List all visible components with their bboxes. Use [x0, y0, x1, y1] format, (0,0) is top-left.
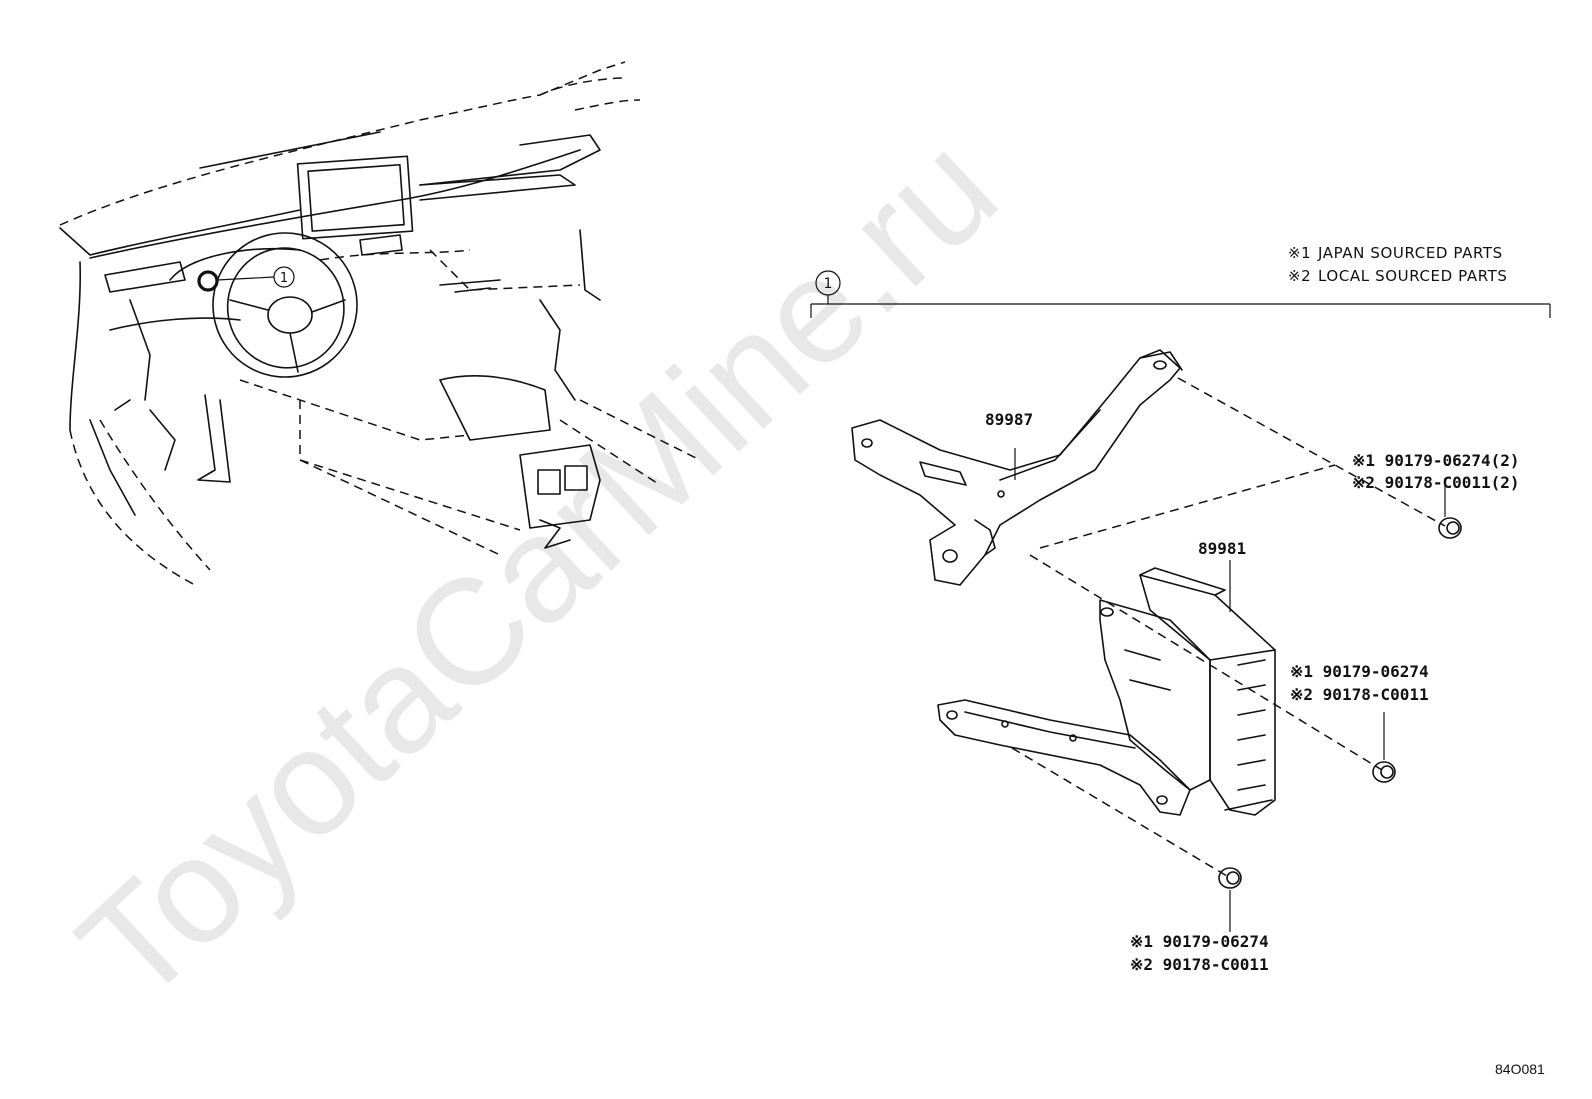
label-nut-upper-local: ※2 90178-C0011(2): [1352, 473, 1520, 492]
label-nut-lower-japan: ※1 90179-06274: [1130, 932, 1269, 951]
diagram-code: 84O081: [1495, 1061, 1545, 1077]
label-nut-lower-local: ※2 90178-C0011: [1130, 955, 1269, 974]
label-nut-upper-japan: ※1 90179-06274(2): [1352, 451, 1520, 470]
legend: ※1 JAPAN SOURCED PARTS ※2 LOCAL SOURCED …: [1288, 244, 1508, 285]
bracket-lower: [937, 699, 1191, 816]
label-89987: 89987: [985, 410, 1033, 429]
ecu-89981: 89981: [1099, 539, 1276, 816]
label-nut-middle-japan: ※1 90179-06274: [1290, 662, 1429, 681]
guide-line-lower: [1011, 747, 1228, 877]
nut-middle: [1372, 712, 1396, 783]
dashboard-illustration: 1: [59, 61, 701, 586]
legend-local: ※2: [1288, 267, 1311, 285]
nut-lower: [1218, 867, 1242, 932]
guide-line-upper-2: [1039, 464, 1336, 549]
watermark: ToyotaCarMine.ru: [47, 103, 1027, 1033]
guide-line-middle: [1029, 554, 1383, 771]
legend-local-text: LOCAL SOURCED PARTS: [1318, 267, 1508, 285]
nut-upper: [1438, 478, 1462, 539]
guide-line-upper: [1177, 377, 1446, 527]
assembly-bracket: 1: [810, 270, 1551, 318]
callout-label-left: 1: [280, 271, 288, 286]
bracket-89987: 89987: [851, 349, 1183, 586]
legend-japan: ※1: [1288, 244, 1311, 262]
label-89981: 89981: [1198, 539, 1246, 558]
callout-label-right: 1: [824, 276, 833, 292]
label-nut-middle-local: ※2 90178-C0011: [1290, 685, 1429, 704]
legend-japan-text: JAPAN SOURCED PARTS: [1317, 244, 1503, 262]
